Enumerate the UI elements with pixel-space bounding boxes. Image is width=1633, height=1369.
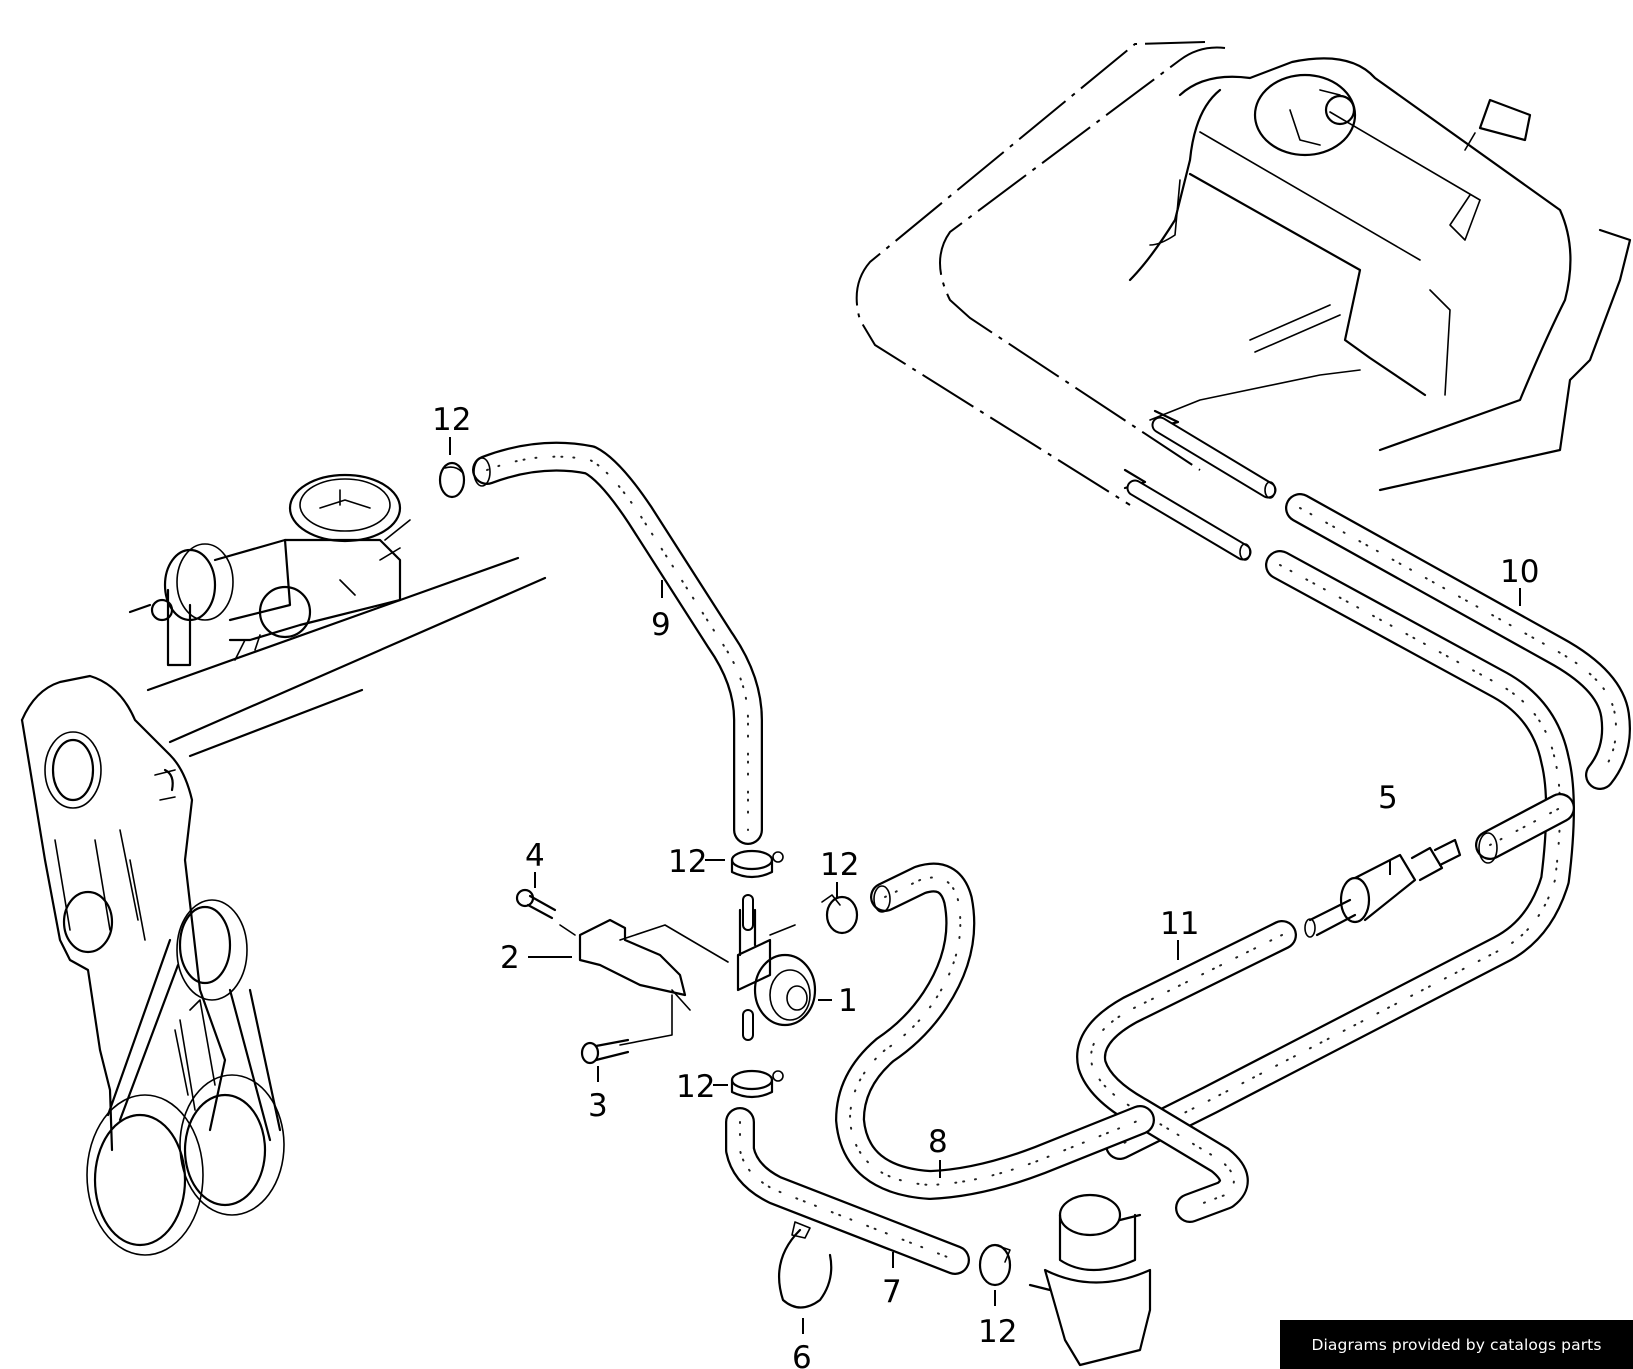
callout-label-8: 8 bbox=[928, 1124, 948, 1160]
callout-12d: 12 bbox=[676, 1069, 728, 1105]
hose-11 bbox=[1076, 920, 1297, 1223]
callout-5: 5 bbox=[1378, 780, 1398, 875]
callout-label-1: 1 bbox=[838, 983, 858, 1019]
callout-4: 4 bbox=[525, 838, 545, 888]
fuel-filter bbox=[1304, 838, 1462, 938]
callout-label-12b: 12 bbox=[668, 844, 707, 880]
callout-label-2: 2 bbox=[500, 940, 520, 976]
callout-6: 6 bbox=[792, 1318, 812, 1369]
clamp-12-valve-side bbox=[821, 894, 859, 935]
callout-label-6: 6 bbox=[792, 1340, 812, 1369]
callout-label-10: 10 bbox=[1500, 554, 1539, 590]
bracket bbox=[559, 918, 691, 1046]
callout-label-12d: 12 bbox=[676, 1069, 715, 1105]
callout-label-9: 9 bbox=[651, 607, 671, 643]
engine-block bbox=[20, 556, 547, 1256]
callout-label-11: 11 bbox=[1160, 906, 1199, 942]
callout-label-5: 5 bbox=[1378, 780, 1398, 816]
valve bbox=[619, 894, 817, 1041]
hose-10 bbox=[1105, 493, 1631, 1160]
callout-2: 2 bbox=[500, 940, 572, 976]
callout-label-12e: 12 bbox=[978, 1314, 1017, 1350]
callout-label-12a: 12 bbox=[432, 402, 471, 438]
callout-12b: 12 bbox=[668, 844, 725, 880]
credit-banner: Diagrams provided by catalogs parts bbox=[1280, 1320, 1633, 1369]
clamp-12-bottom bbox=[978, 1243, 1012, 1287]
bolt-3 bbox=[580, 1038, 630, 1065]
callout-8: 8 bbox=[928, 1124, 948, 1178]
callout-9: 9 bbox=[651, 580, 671, 643]
clamp-12-mid-lower bbox=[730, 1069, 784, 1099]
hose-7 bbox=[725, 1107, 970, 1275]
callout-1: 1 bbox=[818, 983, 858, 1019]
tank-pipes bbox=[1126, 416, 1277, 561]
bolt-4 bbox=[515, 888, 557, 920]
callout-10: 10 bbox=[1500, 554, 1539, 606]
callout-12a: 12 bbox=[432, 402, 471, 455]
callout-11: 11 bbox=[1160, 906, 1199, 960]
callout-label-3: 3 bbox=[588, 1088, 608, 1124]
clamp-12-top bbox=[438, 461, 466, 499]
fuel-tank bbox=[855, 41, 1632, 506]
callout-3: 3 bbox=[588, 1066, 608, 1124]
hose-8 bbox=[835, 862, 1155, 1200]
callout-7: 7 bbox=[882, 1252, 902, 1310]
carburetor bbox=[128, 473, 411, 667]
hose-clip-6 bbox=[778, 1221, 833, 1309]
callout-label-7: 7 bbox=[882, 1274, 902, 1310]
callout-12e: 12 bbox=[978, 1290, 1017, 1350]
clamp-12-mid-upper bbox=[730, 849, 784, 879]
callout-label-12c: 12 bbox=[820, 847, 859, 883]
fuel-pump bbox=[1028, 1193, 1152, 1367]
callout-12c: 12 bbox=[820, 847, 859, 898]
hose-9 bbox=[472, 441, 763, 845]
callout-label-4: 4 bbox=[525, 838, 545, 874]
